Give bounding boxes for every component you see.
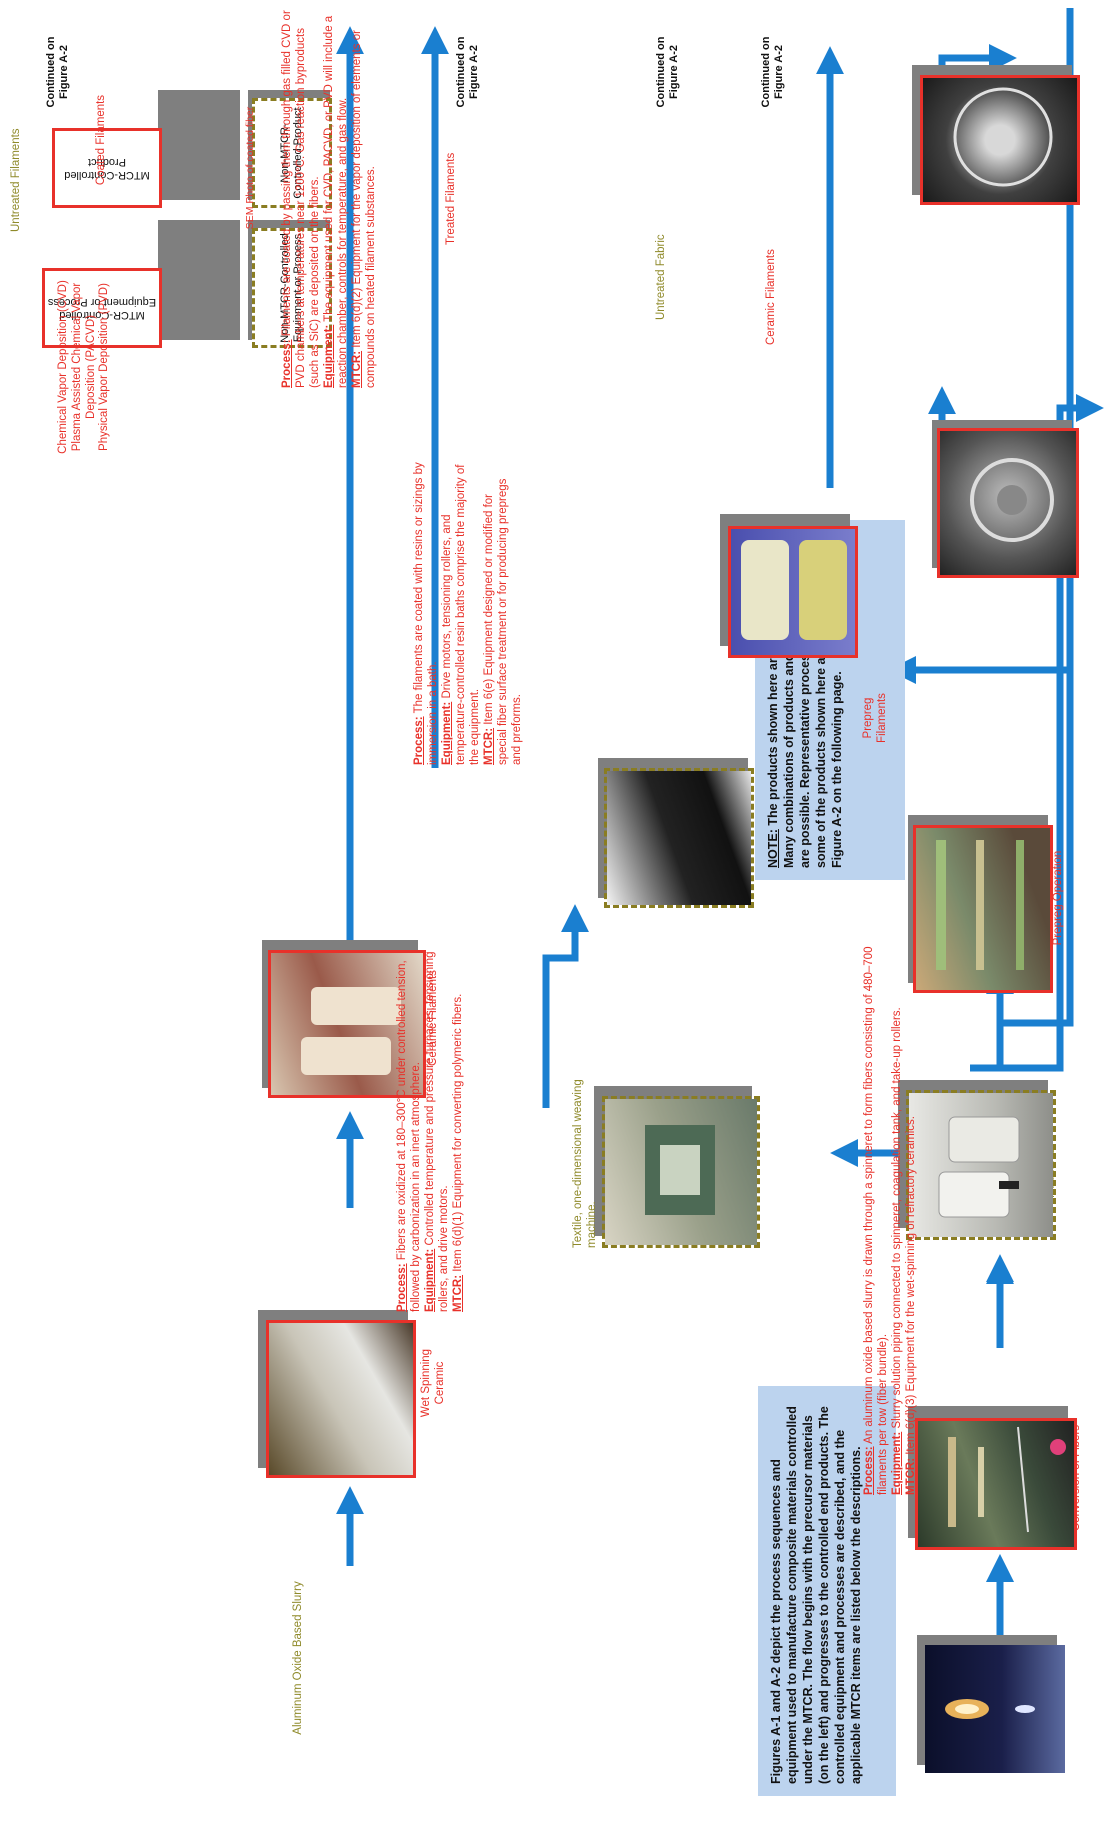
conversion-mtcr: Item 6(d)(1) Equipment for converting po… [452, 993, 465, 1275]
filament-spools-icon [938, 1116, 1020, 1218]
arrow-branch-top [1000, 670, 1074, 1027]
label-prepreg-filaments: Prepreg Filaments [862, 693, 888, 743]
key-process: Process: [863, 1446, 875, 1495]
key-equipment: Equipment: [424, 1248, 437, 1312]
flow-label-untreated-fabric: Untreated Fabric [655, 234, 667, 320]
arrow-textile-up [542, 904, 589, 1108]
prepreg-spools-icon [741, 540, 847, 640]
legend-shadow [158, 90, 240, 200]
fabric-photo [604, 768, 754, 908]
cvd-photo [937, 428, 1079, 578]
key-process: Process: [281, 339, 293, 388]
label-wet-spinning: Wet Spinning Ceramic [420, 1348, 446, 1418]
flame-icon [945, 1699, 1035, 1719]
prepreg-machine-icon [936, 840, 1024, 970]
ceramic-process: An aluminum oxide based slurry is drawn … [863, 946, 890, 1495]
key-equipment: Equipment: [441, 701, 454, 765]
key-mtcr: MTCR: [452, 1274, 465, 1312]
legend-shadow [158, 220, 240, 340]
key-equipment: Equipment: [323, 324, 336, 388]
label-slurry: Aluminum Oxide Based Slurry [292, 1581, 304, 1735]
conversion-photo [915, 1418, 1077, 1550]
key-process: Process: [396, 1263, 408, 1312]
note-label: NOTE: [766, 829, 780, 868]
ceramic-mtcr: Item 6(d)(3) Equipment for the wet-spinn… [905, 1116, 918, 1458]
sem-caption: SEM Photo of coated fiber [244, 106, 256, 230]
desc-conversion-block: Process: Fibers are oxidized at 180–300°… [395, 932, 545, 1312]
cvd-line-1: Chemical Vapor Deposition (CVD) [57, 280, 69, 454]
cvd-chamber-icon [970, 458, 1054, 542]
weaving-machine-icon [645, 1125, 715, 1215]
coating-mtcr: Item 6(d)(2) Equipment for the vapor dep… [351, 30, 378, 388]
prepreg-mtcr: Item 6(e) Equipment designed or modified… [483, 478, 524, 765]
key-mtcr: MTCR: [483, 727, 496, 765]
cvd-line-3: Physical Vapor Deposition (PVD) [98, 283, 111, 451]
key-process: Process: [413, 716, 425, 765]
label-coated-filaments: Coated Filaments [95, 94, 107, 186]
continued-1: Continued on Figure A-2 [45, 36, 70, 108]
continued-2: Continued on Figure A-2 [455, 36, 480, 108]
key-mtcr: MTCR: [905, 1457, 918, 1495]
wet-spinning-photo [266, 1320, 416, 1478]
flow-label-ceramic-filaments: Ceramic Filaments [765, 249, 777, 345]
key-mtcr: MTCR: [351, 350, 364, 388]
prepreg-filaments-photo [728, 526, 858, 658]
conversion-equipment-icon [948, 1426, 1066, 1533]
precursor-photo [925, 1645, 1065, 1773]
flow-label-untreated-filaments: Untreated Filaments [10, 128, 22, 232]
continued-4: Continued on Figure A-2 [760, 36, 785, 108]
label-prepreg-op: Prepreg Operation [1052, 850, 1064, 946]
textile-photo [602, 1096, 760, 1248]
prepreg-op-photo [913, 825, 1053, 993]
key-equipment: Equipment: [891, 1431, 904, 1495]
filaments-photo [906, 1090, 1056, 1240]
desc-ceramic-block: Process: An aluminum oxide based slurry … [862, 935, 952, 1495]
ceramic-spools-icon [301, 987, 401, 1075]
coating-process: Filaments are coated by passing them thr… [281, 10, 322, 388]
desc-coating-block: Process: Filaments are coated by passing… [280, 8, 430, 388]
flow-label-treated-filaments: Treated Filaments [445, 152, 457, 245]
ceramic-filaments-photo [268, 950, 426, 1098]
ceramic-equipment: Slurry solution piping connected to spin… [891, 1007, 904, 1432]
sem-fiber-icon [953, 87, 1053, 187]
cvd-line-2: Plasma Assisted Chemical Vapor Depositio… [70, 282, 97, 452]
arrow-filaments-branch [970, 394, 1104, 1072]
conversion-process: Fibers are oxidized at 180–300°C under c… [396, 960, 423, 1312]
label-cvd-lines: Chemical Vapor Deposition (CVD) Plasma A… [57, 262, 117, 472]
desc-prepreg-block: Process: The filaments are coated with r… [412, 460, 582, 765]
continued-3: Continued on Figure A-2 [655, 36, 680, 108]
label-textile: Textile, one-dimensional weaving machine… [572, 1079, 598, 1248]
coated-photo [920, 75, 1080, 205]
